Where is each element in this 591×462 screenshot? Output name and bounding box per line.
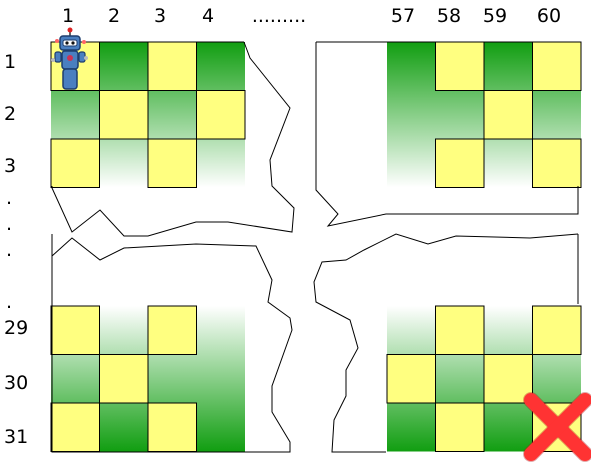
row-label: . bbox=[6, 291, 12, 313]
grid-cell-yellow[interactable] bbox=[435, 41, 485, 91]
grid-cell-yellow[interactable] bbox=[99, 354, 149, 404]
row-label: 31 bbox=[4, 426, 28, 448]
outline-bottom-left bbox=[51, 234, 293, 453]
red-x-goal-icon bbox=[523, 392, 591, 462]
grid-cell-yellow[interactable] bbox=[483, 90, 533, 140]
grid-cell-yellow[interactable] bbox=[147, 41, 197, 91]
grid-cell-yellow[interactable] bbox=[435, 402, 485, 452]
row-label: 3 bbox=[4, 155, 16, 177]
outline-bottom-right bbox=[313, 233, 579, 453]
outline-bottom-left-edge bbox=[51, 234, 244, 453]
grid-cell-yellow[interactable] bbox=[435, 138, 485, 188]
column-label: 4 bbox=[202, 5, 214, 27]
grid-cell-yellow[interactable] bbox=[532, 305, 582, 355]
grid-cell-yellow[interactable] bbox=[532, 41, 582, 91]
column-label: 59 bbox=[483, 5, 507, 27]
grid-cell-yellow[interactable] bbox=[147, 402, 197, 452]
grid-cell-yellow[interactable] bbox=[50, 305, 100, 355]
row-label: 2 bbox=[4, 103, 16, 125]
row-label: . bbox=[6, 187, 12, 209]
column-label: 1 bbox=[62, 5, 74, 27]
row-label: 29 bbox=[4, 317, 28, 339]
grid-cell-yellow[interactable] bbox=[386, 354, 436, 404]
grid-cell-yellow[interactable] bbox=[435, 305, 485, 355]
column-label: 2 bbox=[108, 5, 120, 27]
grid-cell-yellow[interactable] bbox=[147, 305, 197, 355]
grid-cell-yellow[interactable] bbox=[50, 402, 100, 452]
column-label: 58 bbox=[437, 5, 461, 27]
grid-cell-yellow[interactable] bbox=[196, 90, 246, 140]
grid-cell-yellow[interactable] bbox=[147, 138, 197, 188]
grid-cell-yellow[interactable] bbox=[532, 138, 582, 188]
outline-top-right bbox=[315, 42, 579, 227]
row-label: 1 bbox=[4, 51, 16, 73]
grid-cell-yellow[interactable] bbox=[50, 138, 100, 188]
grid-cell-yellow[interactable] bbox=[483, 354, 533, 404]
row-label: . bbox=[6, 239, 12, 261]
column-label: ......... bbox=[252, 5, 306, 27]
column-label: 57 bbox=[391, 5, 415, 27]
row-label: . bbox=[6, 213, 12, 235]
outline-top-left bbox=[51, 41, 295, 237]
row-label: 30 bbox=[4, 372, 28, 394]
grid-cell-yellow[interactable] bbox=[99, 90, 149, 140]
column-label: 3 bbox=[154, 5, 166, 27]
robot-icon bbox=[51, 27, 88, 90]
column-label: 60 bbox=[537, 5, 561, 27]
